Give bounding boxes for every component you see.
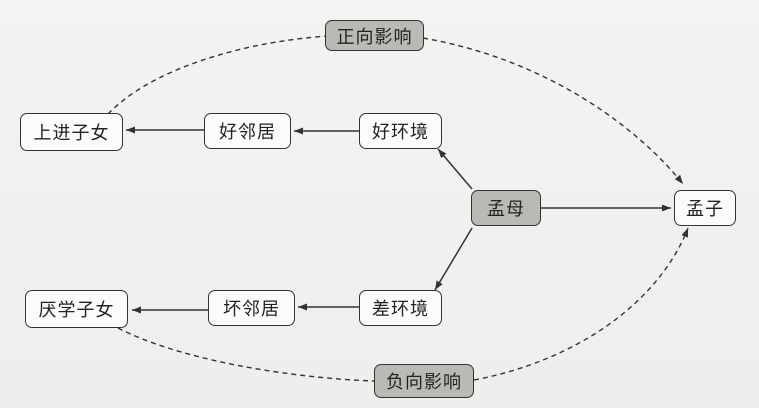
bad-neighbors-node: 坏邻居 [208, 290, 295, 326]
negative-influence-curve-left [117, 327, 375, 382]
negative-children-node: 厌学子女 [25, 290, 128, 328]
positive-influence-curve-right [422, 37, 684, 185]
positive-children-node: 上进子女 [20, 113, 123, 151]
positive-influence-curve-left [107, 35, 329, 115]
good-neighbors-node: 好邻居 [204, 113, 291, 149]
arrow-mother-to-good-environment [437, 148, 473, 190]
negative-influence-label: 负向影响 [374, 364, 474, 398]
mencius-node: 孟子 [674, 190, 736, 226]
negative-influence-curve-right [473, 227, 689, 381]
positive-influence-label: 正向影响 [325, 20, 424, 51]
meng-mother-node: 孟母 [471, 190, 541, 226]
good-environment-node: 好环境 [359, 113, 442, 149]
arrow-mother-to-bad-environment [434, 227, 473, 291]
bad-environment-node: 差环境 [359, 290, 442, 326]
